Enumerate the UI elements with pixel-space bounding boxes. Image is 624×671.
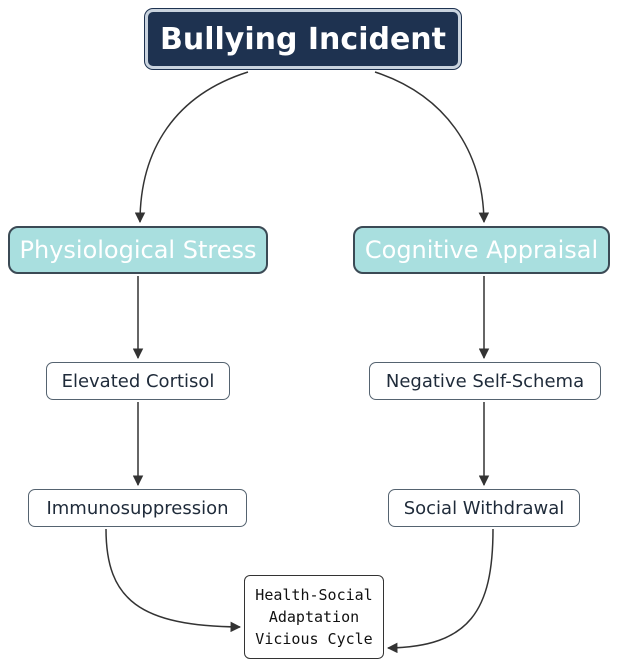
edge-social-withdrawal-to-outcome bbox=[386, 528, 494, 654]
branch-label: Cognitive Appraisal bbox=[364, 236, 599, 264]
edge-immunosuppression-to-outcome bbox=[105, 528, 242, 633]
step-label: Negative Self-Schema bbox=[385, 370, 585, 392]
outcome-line: Vicious Cycle bbox=[255, 630, 373, 648]
step-label: Elevated Cortisol bbox=[61, 370, 215, 392]
step-node-social-withdrawal: Social Withdrawal bbox=[388, 489, 580, 527]
branch-node-cognitive-appraisal: Cognitive Appraisal bbox=[353, 226, 610, 274]
step-node-immunosuppression: Immunosuppression bbox=[28, 489, 247, 527]
step-node-elevated-cortisol: Elevated Cortisol bbox=[46, 362, 230, 400]
outcome-node-vicious-cycle: Health-Social Adaptation Vicious Cycle bbox=[244, 575, 384, 659]
root-node-bullying-incident: Bullying Incident bbox=[145, 9, 461, 69]
step-label: Social Withdrawal bbox=[403, 497, 565, 519]
edge-root-to-cognitive-appraisal bbox=[374, 71, 490, 224]
step-label: Immunosuppression bbox=[46, 497, 229, 519]
outcome-line: Health-Social bbox=[255, 586, 373, 604]
root-label: Bullying Incident bbox=[159, 21, 446, 57]
edge-root-to-physiological-stress bbox=[134, 71, 249, 224]
branch-label: Physiological Stress bbox=[19, 236, 257, 264]
branch-node-physiological-stress: Physiological Stress bbox=[8, 226, 268, 274]
step-node-negative-self-schema: Negative Self-Schema bbox=[369, 362, 601, 400]
outcome-line: Adaptation bbox=[268, 608, 360, 626]
